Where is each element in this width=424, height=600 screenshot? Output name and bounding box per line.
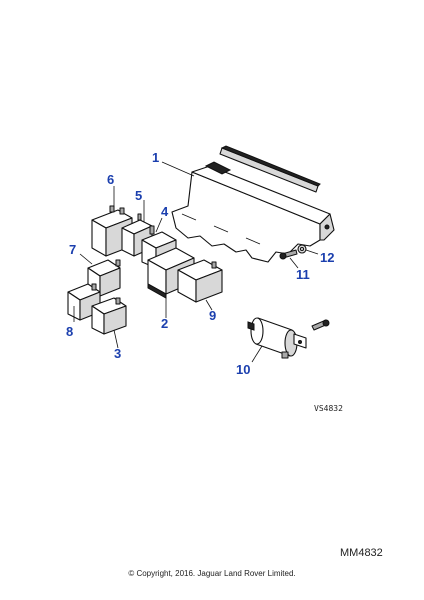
- leader-lines: [73, 161, 319, 363]
- illustration-code: MM4832: [340, 547, 383, 559]
- relay-3: [91, 297, 127, 335]
- washer: [297, 244, 307, 254]
- retaining-strip: [219, 145, 321, 193]
- relay-mounting-bracket: [171, 161, 335, 263]
- callout-3: 3: [114, 346, 121, 361]
- callout-6: 6: [107, 172, 114, 187]
- callout-numbers: 1 2 3 4 5 6 7 8 9 10 11 12: [66, 150, 334, 377]
- callout-4: 4: [161, 204, 169, 219]
- callout-10: 10: [236, 362, 250, 377]
- relay-9: [177, 259, 223, 303]
- callout-8: 8: [66, 324, 73, 339]
- callout-7: 7: [69, 242, 76, 257]
- callout-9: 9: [209, 308, 216, 323]
- reference-code: VS4832: [314, 404, 343, 413]
- relay-5: [121, 213, 153, 257]
- callout-12: 12: [320, 250, 334, 265]
- callout-1: 1: [152, 150, 159, 165]
- screw: [311, 319, 330, 331]
- callout-2: 2: [161, 316, 168, 331]
- fixing-screw: [279, 249, 298, 260]
- callout-5: 5: [135, 188, 142, 203]
- callout-11: 11: [296, 267, 310, 282]
- copyright-notice: © Copyright, 2016. Jaguar Land Rover Lim…: [128, 569, 296, 578]
- suppressor-capacitor: [247, 317, 307, 359]
